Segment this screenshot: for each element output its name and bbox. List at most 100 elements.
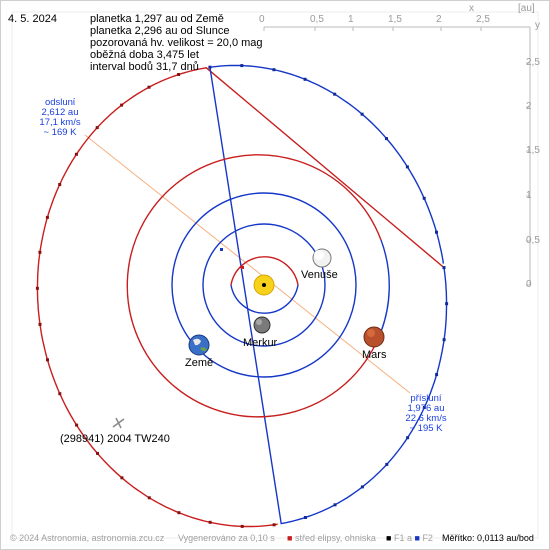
y-axis-label: y — [535, 20, 540, 31]
orbit-point — [208, 520, 212, 524]
orbit-point — [360, 112, 364, 116]
mars-orbit-front — [377, 239, 390, 340]
orbit-point — [442, 266, 446, 270]
info-line-1: planetka 1,297 au od Země — [90, 13, 224, 25]
orbit-point — [303, 77, 307, 81]
x-axis-label: x — [469, 3, 474, 14]
info-line-2: planetka 2,296 au od Slunce — [90, 25, 230, 37]
y-tick-label-0: 2,5 — [526, 57, 540, 68]
mercury-orbit-front — [230, 284, 299, 314]
y-tick-label-4: 0,5 — [526, 235, 540, 246]
mercury-orbit-back — [230, 256, 299, 286]
orbit-point — [120, 103, 124, 107]
asteroid-name: (298941) 2004 TW240 — [60, 433, 170, 445]
orbit-point — [177, 511, 181, 515]
x-tick-label-0: 0 — [259, 14, 265, 25]
ellipse-center-marker — [241, 266, 244, 269]
aphelion-distance: 2,612 au — [41, 107, 79, 118]
orbit-point — [333, 92, 337, 96]
orbit-point — [385, 462, 389, 466]
earth-orbit-back — [171, 192, 357, 286]
aphelion-speed: 17,1 km/s — [39, 117, 81, 128]
mars — [363, 326, 385, 348]
orbit-point — [406, 436, 410, 440]
info-line-4: oběžná doba 3,475 let — [90, 49, 199, 61]
asteroid-orbit-front — [209, 64, 448, 525]
footer-scale: Měřítko: 0,0113 au/bod — [442, 533, 534, 543]
y-tick-label-2: 1,5 — [526, 145, 540, 156]
unit-label: [au] — [518, 3, 535, 14]
orbit-point — [240, 524, 244, 528]
orbit-point — [95, 126, 99, 130]
line-of-apsides — [84, 134, 411, 394]
orbit-point — [58, 392, 62, 396]
footer-generated: Vygenerováno za 0,10 s — [178, 533, 275, 543]
orbit-point — [58, 183, 62, 186]
y-tick-label-3: 1 — [526, 190, 532, 201]
venus — [312, 248, 332, 268]
venus-label: Venuše — [301, 269, 338, 281]
y-tick-label-5: 0 — [526, 279, 532, 290]
mars-orbit-back — [126, 154, 382, 418]
date-label: 4. 5. 2024 — [8, 13, 57, 25]
asteroid-orbit-behind — [36, 67, 445, 528]
orbit-point — [435, 373, 439, 377]
orbit-point — [35, 286, 39, 290]
earth-orbit-front — [171, 284, 357, 378]
x-tick-label-2: 1 — [348, 14, 354, 25]
perihelion-temp: ~ 195 K — [409, 423, 443, 434]
asteroid-orbit — [35, 64, 449, 528]
orbit-point — [385, 137, 388, 141]
mercury-label: Merkur — [243, 337, 278, 349]
perihelion-info: přísluní 1,976 au 22,6 km/s ~ 195 K — [397, 394, 455, 434]
orbit-point — [75, 423, 79, 427]
mercury — [253, 316, 271, 334]
orbit-point — [147, 85, 151, 89]
x-ticks — [263, 27, 482, 31]
earth-label: Země — [185, 357, 214, 369]
orbit-point — [120, 476, 124, 480]
perihelion-speed: 22,6 km/s — [405, 413, 447, 424]
aphelion-temp: ~ 169 K — [43, 127, 77, 138]
orbit-point — [272, 523, 276, 527]
orbit-point — [177, 73, 181, 76]
y-ticks — [526, 62, 530, 286]
footer-f1: F1 a — [393, 533, 412, 543]
orbit-point — [435, 230, 438, 234]
orbit-point — [360, 485, 364, 489]
orbit-point — [38, 322, 42, 326]
x-tick-label-1: 0,5 — [310, 14, 324, 25]
mars-label: Mars — [362, 349, 387, 361]
asteroid-marker — [112, 417, 125, 429]
second-focus-marker — [220, 248, 223, 251]
perihelion-label: přísluní — [410, 393, 442, 404]
orbit-point — [333, 503, 337, 507]
info-line-5: interval bodů 31,7 dnů — [90, 61, 199, 73]
x-tick-label-5: 2,5 — [476, 14, 490, 25]
footer-ellipse-center: střed elipsy, ohniska — [294, 533, 376, 543]
axes — [264, 26, 531, 285]
footer-f2: F2 — [422, 533, 433, 543]
venus-orbit — [202, 223, 326, 347]
footer-legend-f1: ■ F1 a ■ F2 — [386, 533, 433, 543]
orbit-point — [147, 496, 151, 500]
orbit-point — [45, 215, 49, 219]
orbit-point — [442, 338, 446, 342]
orbit-point — [445, 302, 449, 306]
x-tick-label-4: 2 — [436, 14, 442, 25]
aphelion-label: odslunί — [44, 97, 76, 108]
sun-focus-dot — [262, 283, 266, 287]
earth — [188, 334, 210, 356]
footer-legend-center: ■ střed elipsy, ohniska — [287, 533, 376, 543]
aphelion-info: odslunί 2,612 au 17,1 km/s ~ 169 K — [34, 98, 86, 138]
orbit-point — [38, 250, 42, 254]
orbit-point — [272, 68, 276, 72]
orbit-point — [422, 406, 426, 409]
orbit-point — [46, 358, 49, 362]
orbit-point — [74, 152, 78, 156]
orbit-point — [96, 451, 99, 455]
perihelion-distance: 1,976 au — [407, 403, 445, 414]
y-tick-label-1: 2 — [526, 101, 532, 112]
